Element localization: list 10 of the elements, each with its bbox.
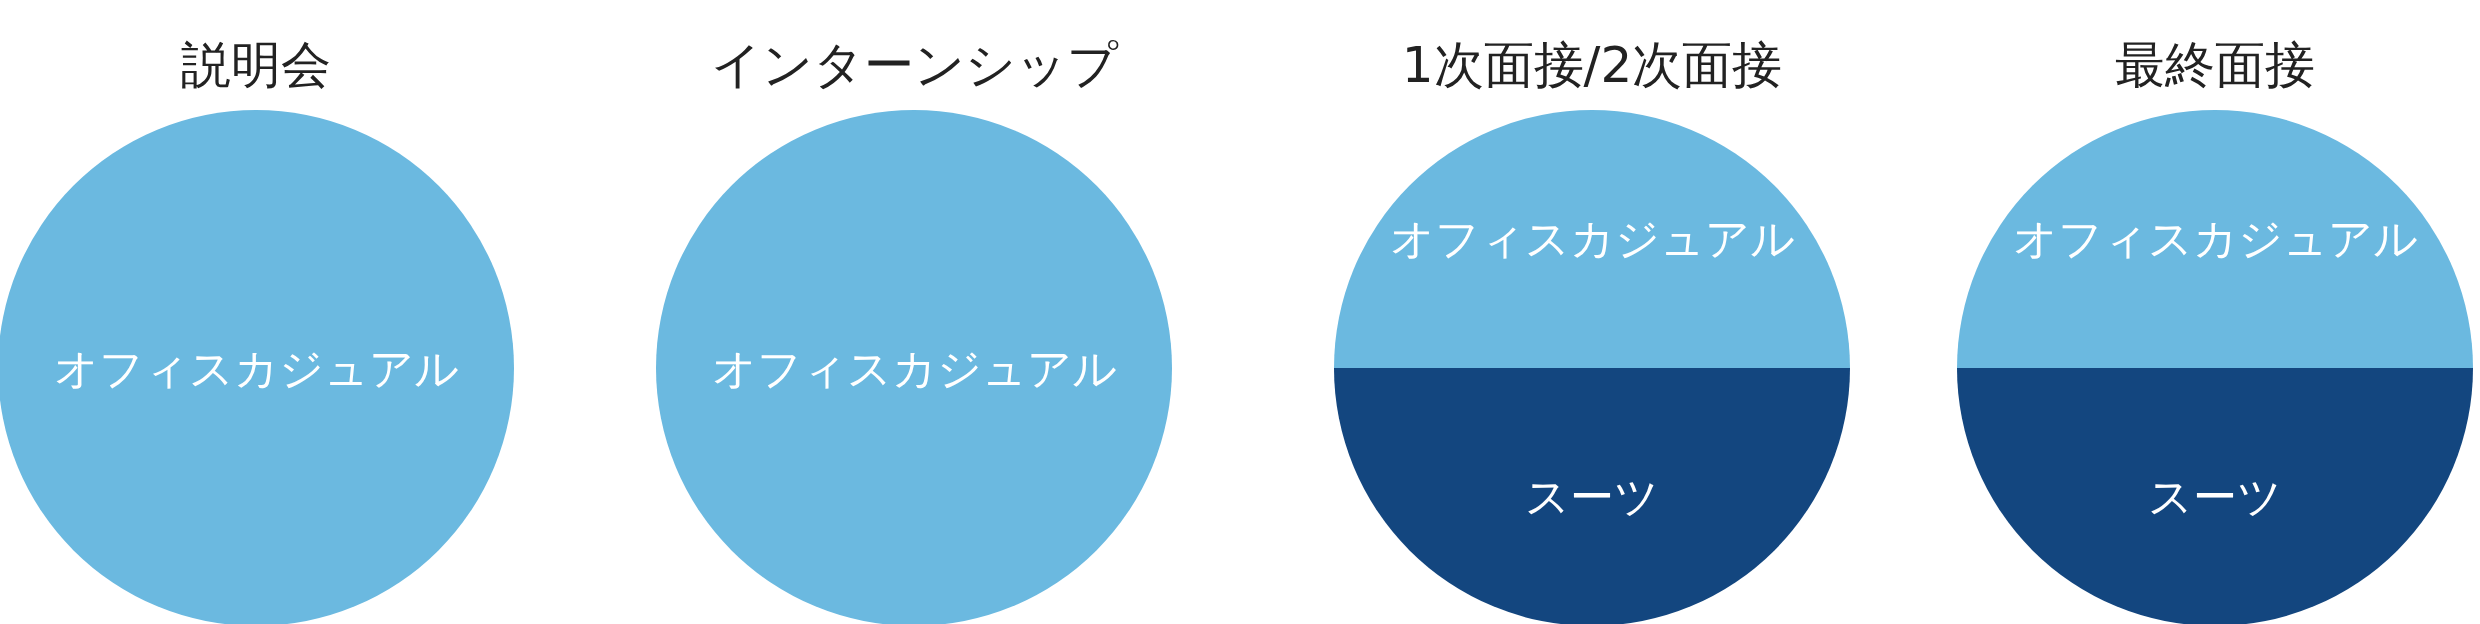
segment-label: オフィスカジュアル: [1388, 211, 1796, 266]
circle-label: オフィスカジュアル: [710, 342, 1118, 396]
heading: 最終面接: [2114, 35, 2316, 96]
segment-label: オフィスカジュアル: [2011, 211, 2419, 266]
segment-label: スーツ: [2147, 469, 2283, 524]
heading: 1次面接/2次面接: [1400, 35, 1784, 96]
heading: インターンシップ: [709, 35, 1120, 96]
segment-label: スーツ: [1524, 469, 1660, 524]
circle-label: オフィスカジュアル: [52, 342, 460, 396]
heading: 説明会: [180, 35, 332, 96]
